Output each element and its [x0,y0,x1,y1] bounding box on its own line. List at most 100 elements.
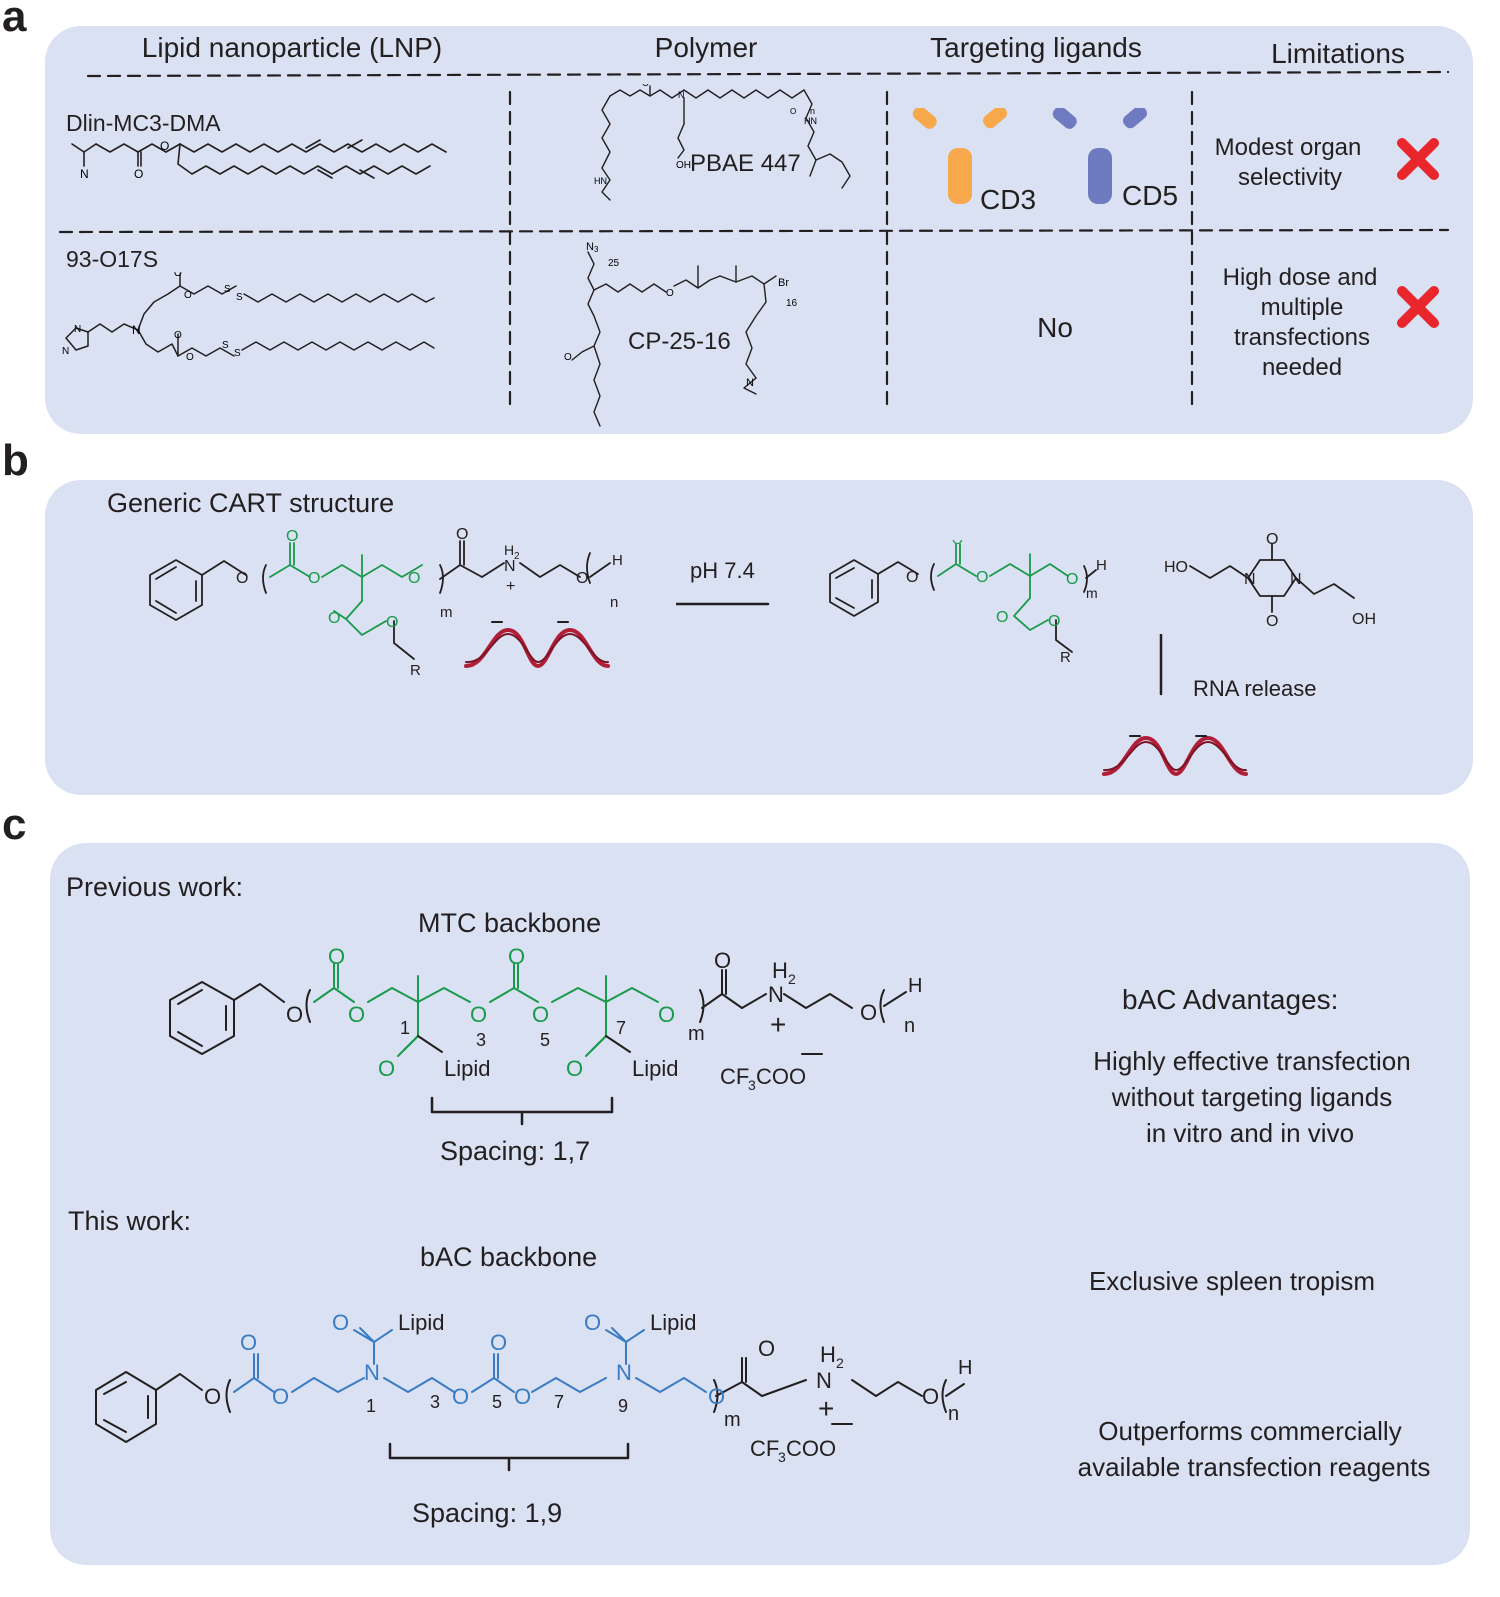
svg-text:O: O [658,1002,675,1027]
degraded-polymer-structure: O O O O O O R m H [829,540,1107,666]
svg-text:O: O [386,614,398,631]
panel-c-letter: c [2,800,27,849]
svg-text:7: 7 [554,1392,564,1412]
cart-structure: O O O O O O R m O H 2 N + O H n [149,526,623,679]
svg-text:COO: COO [756,1064,806,1089]
svg-text:O: O [174,272,182,279]
cd5-antibody-icon [1052,108,1148,204]
svg-text:HN: HN [594,176,607,186]
svg-text:3: 3 [476,1030,486,1050]
polymer-name-pbae-447: PBAE 447 [690,150,801,177]
advantage-3-line1: Outperforms commercially [1098,1416,1402,1446]
svg-text:2: 2 [788,971,796,987]
svg-text:Lipid: Lipid [650,1310,696,1335]
svg-text:m: m [440,604,453,621]
ligand-cd5: CD5 [1122,180,1179,211]
svg-text:2: 2 [836,1355,844,1371]
svg-text:N: N [816,1368,832,1393]
header-lnp: Lipid nanoparticle (LNP) [141,32,443,63]
release-arrow-icon [1159,634,1163,696]
svg-text:O: O [906,569,918,586]
limitation-row1-line2: selectivity [1237,164,1343,191]
polymer-name-cp-25-16: CP-25-16 [628,328,731,355]
rna-strand-icon [1102,735,1248,776]
svg-text:3: 3 [778,1449,786,1465]
lnp-name-dlin-mc3-dma: Dlin-MC3-DMA [66,110,221,136]
mtc-backbone-structure: O O O 1 3 O O O 5 7 O O Lipid O Lipid m … [169,944,922,1093]
svg-text:16: 16 [786,298,798,309]
svg-text:O: O [584,1310,601,1335]
panel-a-letter: a [2,0,27,41]
check-mark-icon [1000,1236,1060,1296]
svg-text:O: O [490,1330,507,1355]
rna-release-label: RNA release [1193,676,1317,701]
svg-text:25: 25 [608,258,620,269]
svg-text:H: H [504,542,514,558]
svg-text:O: O [996,609,1008,626]
panel-c [50,843,1470,1565]
header-limitations: Limitations [1271,38,1405,69]
svg-text:O: O [470,1002,487,1027]
pbae-447-structure: OH HN HN O n N O [594,84,851,201]
svg-text:O: O [860,1000,877,1025]
check-mark-icon [1000,1048,1060,1108]
93-o17s-structure: N N N O O O O S S S S [62,272,435,363]
red-cross-icon [1397,286,1439,328]
check-mark-icon [1000,1420,1060,1480]
svg-text:O: O [134,167,143,181]
svg-text:O: O [286,528,298,545]
spacing-bracket-previous [430,1096,614,1126]
advantage-2-line1: Exclusive spleen tropism [1088,1266,1376,1296]
svg-text:N: N [132,323,141,337]
svg-text:N: N [1290,571,1302,588]
panel-b-letter: b [2,436,29,485]
panel-b [45,480,1473,795]
advantage-3-line2: available transfection reagents [1077,1452,1431,1482]
svg-text:S: S [222,340,229,351]
svg-text:O: O [236,570,248,587]
svg-text:O: O [708,1384,725,1409]
advantage-1-line3: in vitro and in vivo [1145,1118,1355,1148]
svg-text:R: R [1060,649,1071,666]
svg-text:O: O [204,1384,221,1409]
svg-text:O: O [1266,531,1278,548]
svg-text:O: O [240,1330,257,1355]
svg-text:HN: HN [804,116,817,126]
svg-text:O: O [272,1384,289,1409]
svg-text:O: O [408,570,420,587]
advantage-1-line1: Highly effective transfection [1093,1046,1411,1076]
svg-text:Lipid: Lipid [398,1310,444,1335]
svg-text:N: N [80,167,89,181]
svg-text:CF: CF [750,1436,779,1461]
svg-text:+: + [506,578,515,595]
limitation-row1-line1: Modest organ [1214,134,1362,161]
svg-text:5: 5 [492,1392,502,1412]
svg-text:+: + [770,1009,786,1040]
svg-text:N: N [504,558,516,575]
rna-strand-icon [464,621,610,668]
svg-text:OH: OH [1352,611,1376,628]
svg-text:O: O [976,569,988,586]
svg-text:H: H [1096,557,1107,574]
svg-text:O: O [328,610,340,627]
svg-text:O: O [286,1002,303,1027]
svg-text:N: N [586,241,594,253]
svg-text:n: n [948,1403,959,1425]
svg-text:O: O [564,352,572,363]
lnp-name-93-o17s: 93-O17S [66,246,159,272]
svg-text:m: m [1086,585,1098,601]
advantages-title: bAC Advantages: [1122,984,1339,1015]
svg-text:5: 5 [540,1030,550,1050]
svg-text:n: n [904,1015,915,1037]
mtc-backbone-label: MTC backbone [418,908,602,938]
svg-text:3: 3 [748,1077,756,1093]
svg-text:H: H [908,975,922,997]
svg-text:S: S [236,292,243,303]
svg-text:O: O [576,570,588,587]
condition-ph: pH 7.4 [690,558,755,583]
svg-text:O: O [532,1002,549,1027]
svg-text:1: 1 [400,1018,410,1038]
svg-text:O: O [378,1056,395,1081]
spacing-bracket-this [388,1442,630,1472]
panel-b-title: Generic CART structure [107,488,395,518]
